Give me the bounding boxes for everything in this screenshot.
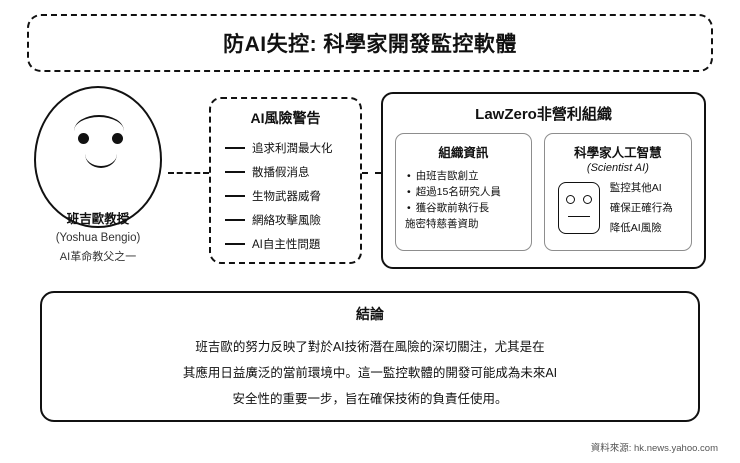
scientist-ai-feature-list: 監控其他AI 確保正確行為 降低AI風險 xyxy=(610,180,673,235)
risk-item-label: 生物武器威脅 xyxy=(252,191,321,203)
lawzero-columns: 組織資訊 • 由班吉歐創立 • 超過15名研究人員 • 獲谷歌前執行長 施密特慈… xyxy=(395,133,692,251)
list-item: • 由班吉歐創立 xyxy=(405,168,522,184)
lawzero-panel-title: LawZero非營利組織 xyxy=(475,106,612,123)
risk-warning-panel: AI風險警告 追求利潤最大化 散播假消息 生物武器威脅 網絡攻擊風險 AI自主性… xyxy=(209,97,362,264)
connector-risk-to-lawzero xyxy=(362,172,381,174)
list-item: 降低AI風險 xyxy=(609,222,662,234)
lawzero-panel: LawZero非營利組織 組織資訊 • 由班吉歐創立 • 超過15名研究人員 •… xyxy=(381,92,706,269)
list-item: • 獲谷歌前執行長 xyxy=(405,200,522,216)
list-item: 確保正確行為 xyxy=(609,202,673,214)
dash-icon xyxy=(225,219,245,221)
robot-left-eye-icon xyxy=(565,194,575,204)
organization-bullet-list: • 由班吉歐創立 • 超過15名研究人員 • 獲谷歌前執行長 施密特慈善資助 xyxy=(405,168,522,232)
list-item-label: 獲谷歌前執行長 xyxy=(415,202,490,214)
risk-item-label: 追求利潤最大化 xyxy=(252,143,333,155)
robot-mouth-icon xyxy=(567,215,590,217)
page-title: 防AI失控: 科學家開發監控軟體 xyxy=(223,33,517,56)
bullet-icon: • xyxy=(407,170,411,182)
bullet-icon: • xyxy=(407,202,411,214)
eyebrow-arc-icon xyxy=(74,115,124,131)
conclusion-line: 其應用日益廣泛的當前環境中。這一監控軟體的開發可能成為未來AI xyxy=(182,366,558,380)
conclusion-line: 安全性的重要一步，旨在確保技術的負責任使用。 xyxy=(232,392,508,406)
risk-item: 網絡攻擊風險 xyxy=(219,208,352,232)
person-labels: 班吉歐教授 (Yoshua Bengio) AI革命教父之一 xyxy=(28,210,168,267)
title-banner: 防AI失控: 科學家開發監控軟體 xyxy=(27,14,713,72)
risk-item: AI自主性問題 xyxy=(219,232,352,256)
person-english-name: (Yoshua Bengio) xyxy=(55,232,141,244)
risk-item: 生物武器威脅 xyxy=(219,184,352,208)
source-attribution: 資料來源: hk.news.yahoo.com xyxy=(590,443,718,454)
risk-item-label: 散播假消息 xyxy=(252,167,310,179)
dash-icon xyxy=(225,195,245,197)
robot-face-icon xyxy=(557,181,600,234)
left-eye-icon xyxy=(78,133,89,144)
person-role: AI革命教父之一 xyxy=(59,251,137,263)
risk-item: 追求利潤最大化 xyxy=(219,136,352,160)
risk-panel-title: AI風險警告 xyxy=(250,110,321,126)
risk-item-label: AI自主性問題 xyxy=(252,239,321,251)
scientist-ai-card: 科學家人工智慧 (Scientist AI) 監控其他AI 確保正確行為 降低A… xyxy=(543,133,692,251)
conclusion-panel: 結論 班吉歐的努力反映了對於AI技術潛在風險的深切關注，尤其是在 其應用日益廣泛… xyxy=(40,291,700,422)
connector-person-to-risk xyxy=(168,172,209,174)
scientist-ai-title: 科學家人工智慧 xyxy=(574,146,662,160)
dash-icon xyxy=(225,243,245,245)
scientist-ai-subtitle: (Scientist AI) xyxy=(586,162,649,174)
list-item-label: 由班吉歐創立 xyxy=(415,170,479,182)
list-item: 監控其他AI xyxy=(609,182,662,194)
list-item-label: 超過15名研究人員 xyxy=(415,186,501,198)
robot-right-eye-icon xyxy=(582,194,592,204)
person-name: 班吉歐教授 xyxy=(66,212,130,226)
organization-info-card: 組織資訊 • 由班吉歐創立 • 超過15名研究人員 • 獲谷歌前執行長 施密特慈… xyxy=(395,133,532,251)
risk-item: 散播假消息 xyxy=(219,160,352,184)
smile-icon xyxy=(85,154,117,168)
organization-info-title: 組織資訊 xyxy=(438,146,489,160)
risk-item-label: 網絡攻擊風險 xyxy=(252,215,321,227)
scientist-ai-body: 監控其他AI 確保正確行為 降低AI風險 xyxy=(554,180,682,235)
list-item-wrapped-label: 施密特慈善資助 xyxy=(405,218,479,230)
dash-icon xyxy=(225,171,245,173)
conclusion-line: 班吉歐的努力反映了對於AI技術潛在風險的深切關注，尤其是在 xyxy=(195,340,545,354)
person-figure: 班吉歐教授 (Yoshua Bengio) AI革命教父之一 xyxy=(28,86,168,263)
list-item: • 超過15名研究人員 xyxy=(405,184,522,200)
bullet-icon: • xyxy=(407,186,411,198)
conclusion-title: 結論 xyxy=(356,306,384,322)
smiling-face-icon xyxy=(34,86,162,228)
right-eye-icon xyxy=(112,133,123,144)
dash-icon xyxy=(225,147,245,149)
